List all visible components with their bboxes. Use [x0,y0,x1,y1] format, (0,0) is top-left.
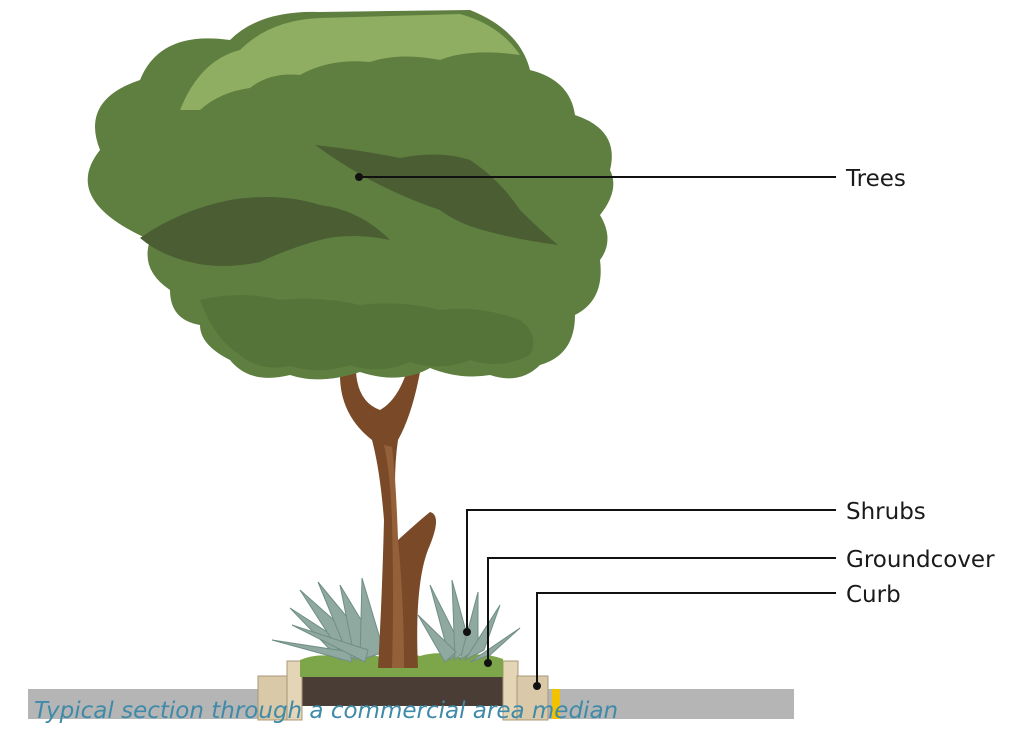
curb-right [502,660,549,721]
diagram-caption: Typical section through a commercial are… [34,698,619,724]
tree-trunk [340,368,436,668]
shrubs [271,577,521,663]
trees-label: Trees [845,166,906,192]
tree-canopy [87,10,614,380]
curb-leader-line [536,592,836,686]
shrubs-label: Shrubs [846,499,926,525]
curb-label: Curb [846,582,901,608]
curb-left [257,660,303,721]
shrubs-leader-line [466,509,836,632]
tree-trunk-highlight [384,445,404,668]
road-left [28,689,260,719]
groundcover-label: Groundcover [846,547,995,573]
lane-marking [552,689,560,719]
soil-bed [300,676,504,706]
road-right [548,689,794,719]
canopy-shadow-left [140,196,390,266]
groundcover-leader-line [487,557,836,663]
canopy-shadow-right [315,145,558,245]
